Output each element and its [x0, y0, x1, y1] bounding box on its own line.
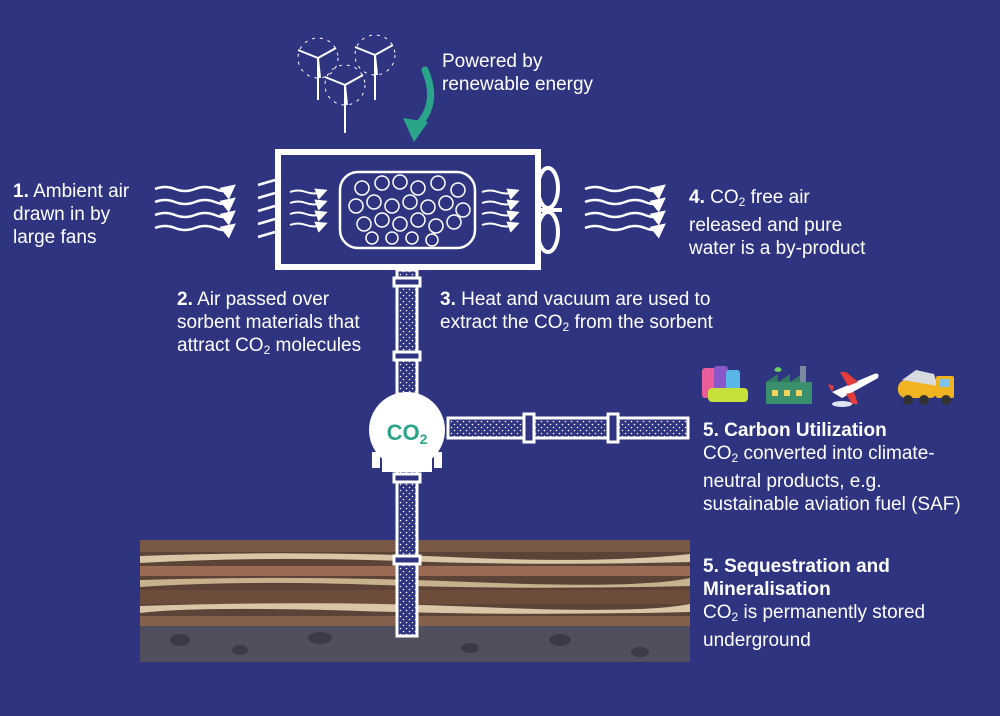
ambient-air-arrows-icon: [154, 184, 236, 239]
co2-pipe-vertical-lower: [392, 466, 422, 638]
step5-utilization-label: 5. Carbon Utilization CO2 converted into…: [703, 420, 961, 515]
step1-label: 1. Ambient air drawn in by large fans: [13, 181, 130, 248]
cement-truck-icon: [898, 370, 954, 405]
tank-label: CO2: [387, 420, 428, 447]
renewable-arrow-icon: [403, 66, 435, 142]
cans-icon: [702, 366, 748, 402]
factory-icon: [766, 366, 812, 404]
power-label: Powered by renewable energy: [442, 51, 594, 95]
step4-label: 4. CO2 free air released and pure water …: [689, 187, 866, 259]
co2-pipe-vertical-upper: [392, 268, 422, 396]
co2-pipe-horizontal: [446, 412, 690, 444]
intake-grill-icon: [257, 178, 276, 239]
step5-sequestration-label: 5. Sequestration and Mineralisation CO2 …: [703, 556, 926, 651]
step3-label: 3. Heat and vacuum are used to extract t…: [440, 289, 713, 334]
airplane-icon: [828, 372, 879, 407]
wind-turbine-icon: [297, 34, 396, 133]
sorbent-beads-icon: [348, 174, 471, 247]
co2-tank: CO2: [369, 392, 445, 472]
sorbent-chamber: [338, 170, 477, 250]
clean-air-arrows-icon: [584, 184, 666, 239]
capture-unit: [275, 149, 541, 270]
exhaust-fan-icon: [536, 166, 562, 254]
step2-label: 2. Air passed over sorbent materials tha…: [177, 289, 362, 357]
